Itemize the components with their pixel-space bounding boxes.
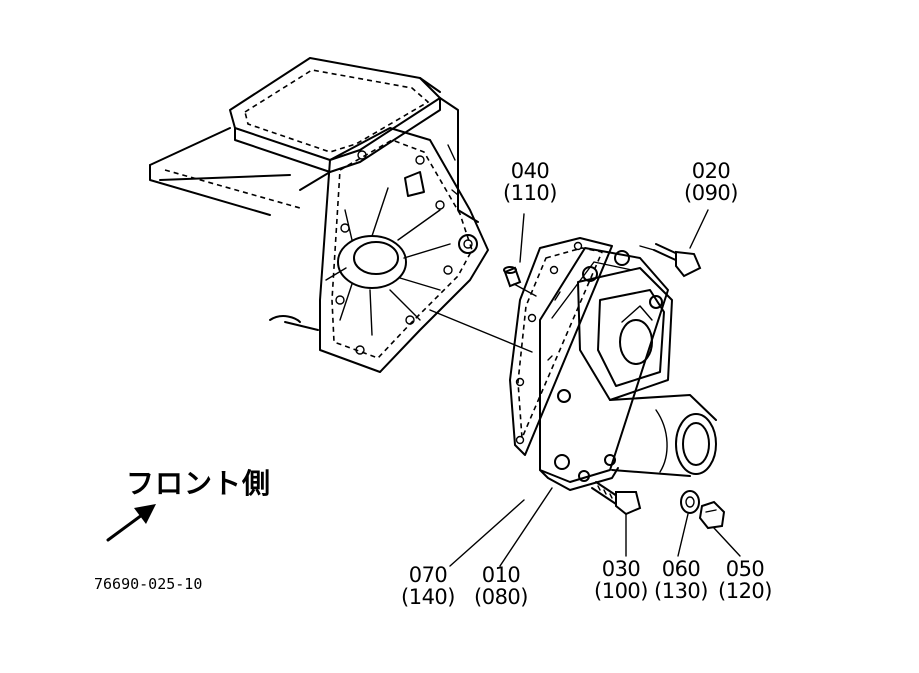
part-code: 010 [481,563,521,587]
part-alt-code: (090) [684,181,738,205]
front-side-label: フロント側 [126,467,272,500]
part-alt-code: (080) [474,585,528,609]
bolt-030 [591,481,642,516]
part-code: 040 [510,159,550,183]
part-code: 020 [691,159,731,183]
leader-lines [449,209,741,567]
plug-050 [698,500,726,530]
part-code: 050 [725,557,765,581]
part-code: 060 [661,557,701,581]
washer-060 [680,490,700,514]
part-label-010: 010 (080) [466,564,536,608]
transmission-case [149,57,489,373]
part-alt-code: (100) [594,579,648,603]
part-label-050: 050 (120) [710,558,780,602]
drawing-code: 76690-025-10 [94,575,203,593]
part-label-030: 030 (100) [586,558,656,602]
rear-cover-010 [539,247,717,491]
part-alt-code: (130) [654,579,708,603]
part-alt-code: (110) [503,181,557,205]
dowel-pin-040 [503,266,537,297]
gasket-070 [509,237,613,456]
part-code: 030 [601,557,641,581]
bolt-020 [639,243,702,278]
part-label-040: 040 (110) [495,160,565,204]
part-label-020: 020 (090) [676,160,746,204]
part-alt-code: (120) [718,579,772,603]
front-direction-arrow [106,504,156,542]
part-alt-code: (140) [401,585,455,609]
part-code: 070 [408,563,448,587]
part-label-070: 070 (140) [393,564,463,608]
part-label-060: 060 (130) [646,558,716,602]
